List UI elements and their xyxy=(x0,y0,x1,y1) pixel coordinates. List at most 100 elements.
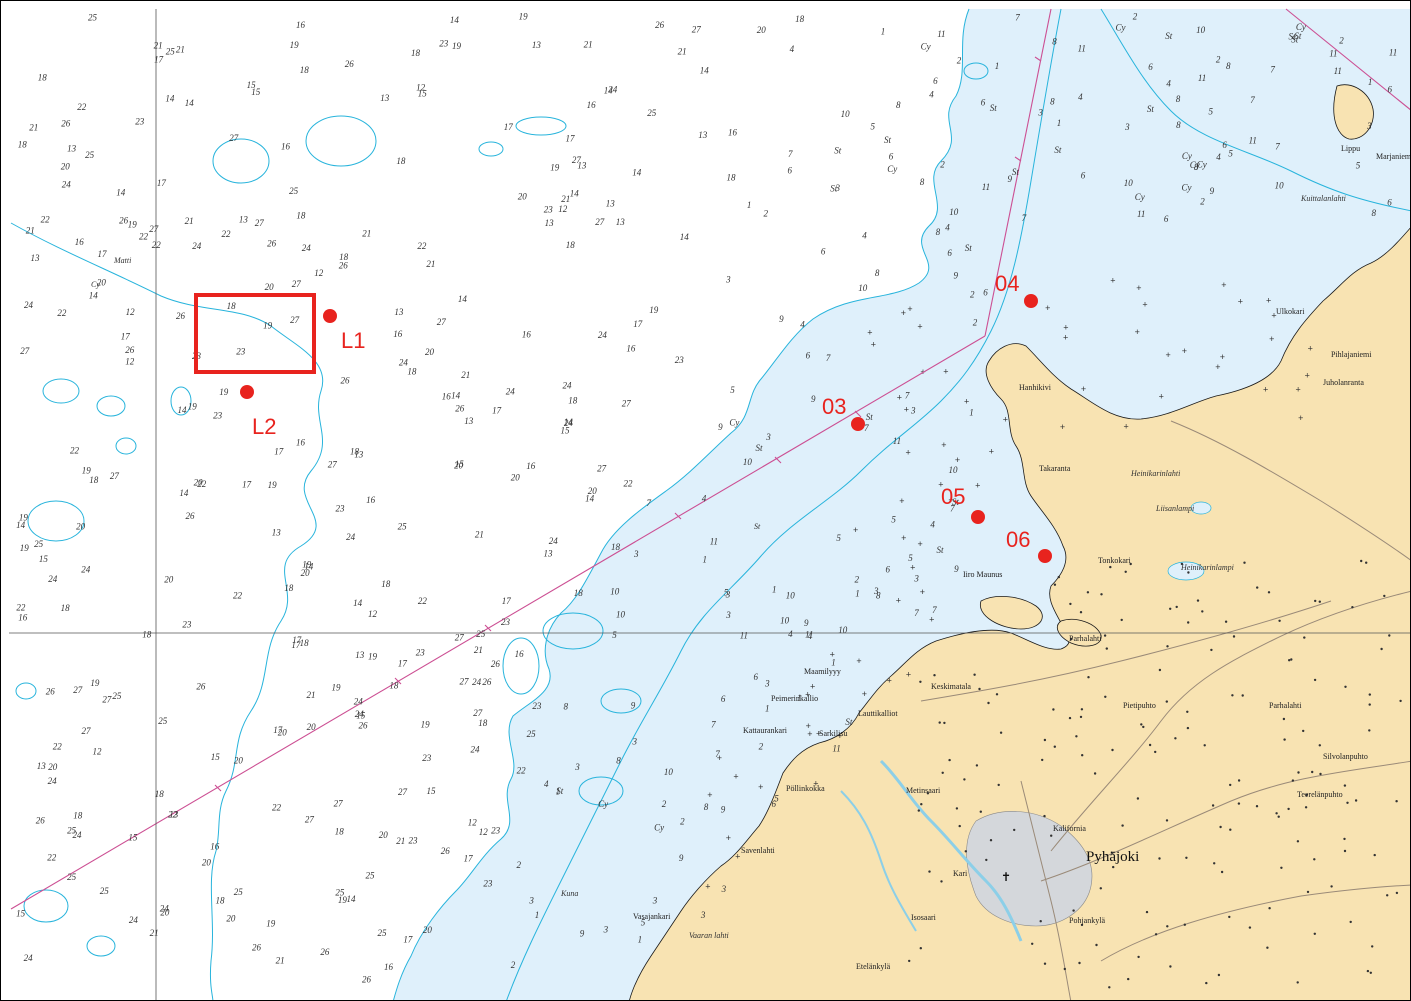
depth-sounding: 19 xyxy=(519,11,529,21)
building-dot xyxy=(1371,945,1374,948)
depth-sounding: 16 xyxy=(210,842,220,852)
marker-04[interactable]: 04 xyxy=(995,271,1038,308)
depth-sounding: 3 xyxy=(910,405,916,415)
place-label: Kuna xyxy=(560,889,578,898)
rock-symbol: + xyxy=(948,495,953,505)
highlight-box[interactable] xyxy=(194,293,316,374)
depth-sounding: Cy xyxy=(1296,22,1306,32)
depth-sounding: 11 xyxy=(1078,44,1086,54)
depth-sounding: 25 xyxy=(88,13,98,23)
depth-sounding: 16 xyxy=(75,237,85,247)
lake xyxy=(1190,501,1212,515)
marker-05[interactable]: 05 xyxy=(941,484,985,524)
depth-sounding: St xyxy=(756,443,764,453)
rock-symbol: + xyxy=(897,392,902,402)
place-label: Silvolanpuhto xyxy=(1323,752,1368,761)
place-label: Marjaniemi xyxy=(1376,152,1411,161)
depth-sounding: 17 xyxy=(242,479,252,489)
building-dot xyxy=(938,721,941,724)
depth-sounding: 4 xyxy=(808,631,813,641)
building-dot xyxy=(1237,802,1241,805)
building-dot xyxy=(1050,834,1053,837)
depth-sounding: 22 xyxy=(417,241,427,251)
marker-L1[interactable]: L1 xyxy=(323,309,365,353)
depth-sounding: 16 xyxy=(626,343,636,353)
marker-L2[interactable]: L2 xyxy=(240,385,276,439)
building-dot xyxy=(908,959,911,963)
depth-sounding: 2 xyxy=(1339,36,1344,46)
rock-symbol: + xyxy=(867,327,872,337)
depth-sounding: 7 xyxy=(1275,142,1280,152)
depth-sounding: 18 xyxy=(478,718,488,728)
marker-06[interactable]: 06 xyxy=(1006,527,1052,563)
depth-sounding: 7 xyxy=(950,504,955,514)
mainland xyxy=(629,227,1410,1000)
depth-sounding: 24 xyxy=(355,709,365,719)
depth-sounding: 21 xyxy=(461,370,470,380)
place-label: Lippu xyxy=(1341,144,1360,153)
depth-sounding: 25 xyxy=(67,872,77,882)
depth-sounding: 26 xyxy=(441,846,451,856)
depth-sounding: 1 xyxy=(1057,118,1062,128)
depth-sounding: 21 xyxy=(26,225,35,235)
depth-sounding: 17 xyxy=(398,659,408,669)
depth-sounding: 12 xyxy=(126,307,136,317)
building-dot xyxy=(1365,561,1368,564)
depth-sounding: 11 xyxy=(740,630,748,640)
marker-label: L2 xyxy=(252,414,276,439)
depth-sounding: 8 xyxy=(1052,36,1057,46)
depth-sounding: St xyxy=(1165,31,1173,41)
depth-sounding: 22 xyxy=(624,478,634,488)
depth-sounding: 24 xyxy=(81,564,91,574)
depth-sounding: 21 xyxy=(396,836,405,846)
depth-sounding: 17 xyxy=(154,55,164,65)
depth-sounding: 18 xyxy=(284,583,294,593)
depth-sounding: 18 xyxy=(89,475,99,485)
rock-symbol: + xyxy=(707,790,712,800)
building-dot xyxy=(1277,815,1280,818)
depth-sounding: 26 xyxy=(46,687,56,697)
depth-sounding: 24 xyxy=(73,830,83,840)
depth-sounding: 6 xyxy=(1387,198,1392,208)
rock-symbol: + xyxy=(1220,352,1225,362)
depth-sounding: 11 xyxy=(1334,66,1342,76)
depth-sounding: 11 xyxy=(832,743,840,753)
building-dot xyxy=(1063,967,1067,971)
depth-sounding: 26 xyxy=(339,261,349,271)
rock-symbol: + xyxy=(941,440,946,450)
river xyxy=(840,790,917,932)
depth-sounding: 12 xyxy=(416,82,426,92)
depth-sounding: Cy xyxy=(1182,151,1192,161)
depth-sounding: 13 xyxy=(577,161,587,171)
rock-symbol: + xyxy=(1142,300,1147,310)
building-dot xyxy=(995,693,999,696)
depth-sounding: 3 xyxy=(725,610,731,620)
building-dot xyxy=(1186,710,1189,713)
depth-sounding: 14 xyxy=(680,232,690,242)
depth-sounding: 13 xyxy=(67,144,77,154)
place-label: Vaaran lahti xyxy=(689,931,729,940)
depth-sounding: 25 xyxy=(100,886,110,896)
place-label: Pihlajaniemi xyxy=(1331,350,1372,359)
depth-sounding: 13 xyxy=(239,215,249,225)
depth-sounding: 5 xyxy=(774,794,779,804)
building-dot xyxy=(1369,971,1373,974)
depth-sounding: 6 xyxy=(772,799,777,809)
depth-sounding: 3 xyxy=(835,183,841,193)
depth-sounding: 1 xyxy=(703,554,708,564)
depth-sounding: 13 xyxy=(355,650,365,660)
building-dot xyxy=(1343,849,1347,853)
marker-label: 05 xyxy=(941,484,965,509)
depth-sounding: 23 xyxy=(135,116,145,126)
rock-symbol: + xyxy=(989,446,994,456)
depth-sounding: 4 xyxy=(702,494,707,504)
building-dot xyxy=(1217,973,1221,977)
depth-sounding: 11 xyxy=(1137,209,1145,219)
depth-sounding: St xyxy=(990,103,998,113)
depth-sounding: 18 xyxy=(300,638,310,648)
depth-sounding: 4 xyxy=(544,779,549,789)
marker-03[interactable]: 03 xyxy=(822,394,865,431)
building-dot xyxy=(1395,891,1399,895)
